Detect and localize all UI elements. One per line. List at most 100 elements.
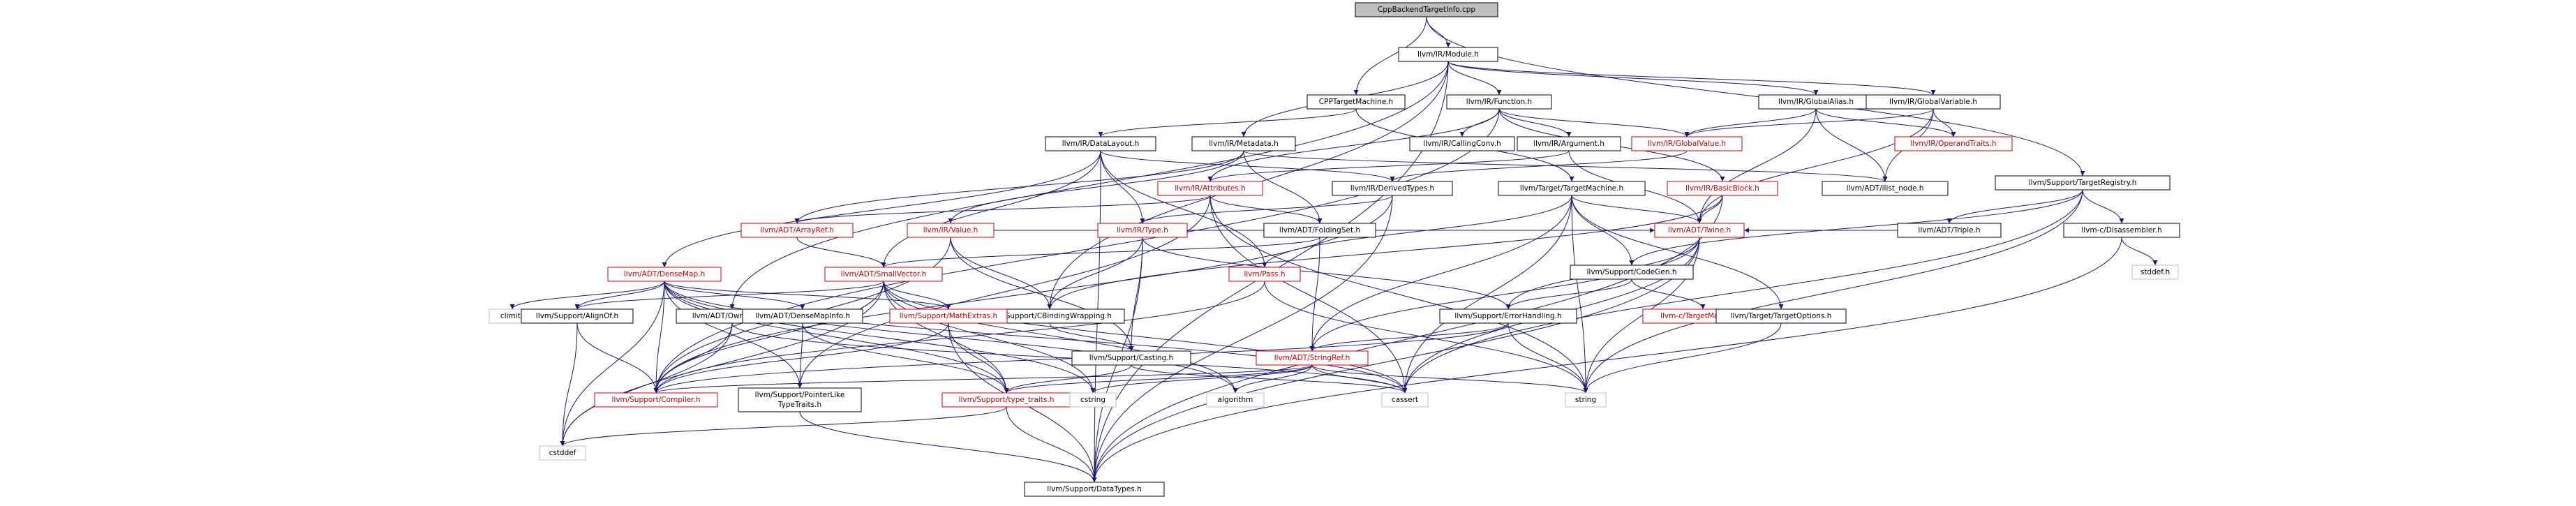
node-label-cpptm: CPPTargetMachine.h <box>1319 98 1393 106</box>
edge-codegen-to-ctm <box>1631 278 1706 310</box>
node-cbinding[interactable]: llvm/Support/CBindingWrapping.h <box>974 308 1125 324</box>
node-label-adttriple: llvm/ADT/Triple.h <box>1918 226 1980 235</box>
edge-value-to-cbinding <box>950 237 1052 310</box>
edge-gvar-to-operandtraits <box>1933 108 1956 137</box>
node-callconv[interactable]: llvm/IR/CallingConv.h <box>1409 136 1515 151</box>
edge-galias-to-gvalue <box>1684 108 1817 137</box>
node-basicblock[interactable]: llvm/IR/BasicBlock.h <box>1667 181 1778 196</box>
node-label-cbinding: llvm/Support/CBindingWrapping.h <box>988 312 1112 320</box>
edge-densemap-to-typetraits <box>664 281 1009 394</box>
node-box-toptions <box>1715 308 1847 324</box>
node-module[interactable]: llvm/IR/Module.h <box>1398 47 1498 62</box>
node-typetraits[interactable]: llvm/Support/type_traits.h <box>941 392 1071 408</box>
edge-metadata-to-arrayref <box>794 150 1244 224</box>
node-toptions[interactable]: llvm/Target/TargetOptions.h <box>1715 308 1847 324</box>
node-label-cstddef: cstddef <box>549 449 576 457</box>
edge-function-to-compiler <box>653 108 1500 394</box>
node-gvalue[interactable]: llvm/IR/GlobalValue.h <box>1631 136 1743 151</box>
edge-stringref-to-algorithm <box>1233 364 1313 394</box>
node-errorhandling[interactable]: llvm/Support/ErrorHandling.h <box>1439 308 1577 324</box>
node-box-mathextras <box>889 308 1008 324</box>
node-foldingset[interactable]: llvm/ADT/FoldingSet.h <box>1263 223 1376 238</box>
edge-disasm-to-datatypes <box>1092 237 2122 483</box>
edge-treg-to-string <box>1583 189 2083 394</box>
node-mathextras[interactable]: llvm/Support/MathExtras.h <box>889 308 1008 324</box>
node-derivedtypes[interactable]: llvm/IR/DerivedTypes.h <box>1332 181 1453 196</box>
node-attributes[interactable]: llvm/IR/Attributes.h <box>1157 181 1263 196</box>
node-type[interactable]: llvm/IR/Type.h <box>1097 223 1188 238</box>
node-box-pointerlike <box>738 387 862 412</box>
edge-smallvector-to-cassert <box>883 281 1408 394</box>
node-label-datatypes: llvm/Support/DataTypes.h <box>1047 485 1142 493</box>
node-label-pass: llvm/Pass.h <box>1244 270 1285 278</box>
node-box-value <box>907 223 995 238</box>
node-galias[interactable]: llvm/IR/GlobalAlias.h <box>1758 94 1874 110</box>
node-ttm[interactable]: llvm/Target/TargetMachine.h <box>1498 181 1646 196</box>
node-label-casting: llvm/Support/Casting.h <box>1089 354 1173 362</box>
node-label-pointerlike: llvm/Support/PointerLike <box>755 391 845 399</box>
node-arrayref[interactable]: llvm/ADT/ArrayRef.h <box>740 223 854 238</box>
node-box-casting <box>1071 350 1191 366</box>
edge-attributes-to-cassert <box>1209 195 1408 394</box>
node-densemap[interactable]: llvm/ADT/DenseMap.h <box>607 267 722 282</box>
node-label-treg: llvm/Support/TargetRegistry.h <box>2029 179 2137 187</box>
node-box-cassert <box>1381 392 1429 408</box>
node-box-gvalue <box>1631 136 1743 151</box>
node-label-gvar: llvm/IR/GlobalVariable.h <box>1889 98 1977 106</box>
edge-cpptm-to-datalayout <box>1098 108 1357 137</box>
node-disasm[interactable]: llvm-c/Disassembler.h <box>2063 223 2180 238</box>
node-box-cstring <box>1069 392 1117 408</box>
node-compiler[interactable]: llvm/Support/Compiler.h <box>594 392 718 408</box>
edge-typetraits-to-cstddef <box>560 406 1007 447</box>
node-label-cstring: cstring <box>1080 396 1105 404</box>
edge-owningptr-to-compiler <box>653 322 733 394</box>
node-casting[interactable]: llvm/Support/Casting.h <box>1071 350 1191 366</box>
edge-attributes-to-string <box>1209 195 1588 394</box>
edge-arrayref-to-smallvector <box>796 237 886 268</box>
edge-galias-to-ilistnode <box>1815 108 1888 182</box>
node-label-stddef: stddef.h <box>2141 268 2170 276</box>
edge-function-to-argument <box>1498 108 1572 137</box>
node-argument[interactable]: llvm/IR/Argument.h <box>1517 136 1621 151</box>
node-cpptm[interactable]: CPPTargetMachine.h <box>1306 94 1406 110</box>
edge-foldingset-to-smallvector <box>881 237 1320 268</box>
node-densemapinfo[interactable]: llvm/ADT/DenseMapInfo.h <box>742 308 863 324</box>
node-root: CppBackendTargetInfo.cpp <box>1355 2 1498 17</box>
node-box-arrayref <box>740 223 854 238</box>
node-label-type: llvm/IR/Type.h <box>1117 226 1168 235</box>
node-label-disasm: llvm-c/Disassembler.h <box>2081 226 2161 235</box>
node-datalayout[interactable]: llvm/IR/DataLayout.h <box>1045 136 1156 151</box>
edge-datalayout-to-smallvector <box>881 150 1101 268</box>
edge-ttm-to-cassert <box>1402 195 1572 394</box>
node-box-root <box>1355 2 1498 17</box>
node-pass[interactable]: llvm/Pass.h <box>1228 267 1301 282</box>
node-gvar[interactable]: llvm/IR/GlobalVariable.h <box>1866 94 2001 110</box>
node-treg[interactable]: llvm/Support/TargetRegistry.h <box>1995 175 2171 191</box>
node-label-ilistnode: llvm/ADT/ilist_node.h <box>1847 184 1924 193</box>
node-box-stringref <box>1256 350 1369 366</box>
node-value[interactable]: llvm/IR/Value.h <box>907 223 995 238</box>
edge-twine-to-stringref <box>1309 237 1700 352</box>
edge-densemapinfo-to-typetraits <box>802 322 1009 394</box>
node-twine[interactable]: llvm/ADT/Twine.h <box>1654 223 1745 238</box>
node-datatypes[interactable]: llvm/Support/DataTypes.h <box>1024 482 1165 497</box>
node-alignof[interactable]: llvm/Support/AlignOf.h <box>521 308 634 324</box>
edge-cbinding-to-casting <box>1049 322 1134 352</box>
node-stringref[interactable]: llvm/ADT/StringRef.h <box>1256 350 1369 366</box>
edge-owningptr-to-cstddef <box>560 322 733 447</box>
node-label-derivedtypes: llvm/IR/DerivedTypes.h <box>1350 184 1434 193</box>
node-metadata[interactable]: llvm/IR/Metadata.h <box>1191 136 1296 151</box>
node-label-datalayout: llvm/IR/DataLayout.h <box>1062 140 1140 148</box>
node-smallvector[interactable]: llvm/ADT/SmallVector.h <box>824 267 943 282</box>
edge-treg-to-cassert <box>1402 189 2083 394</box>
node-adttriple[interactable]: llvm/ADT/Triple.h <box>1897 223 2002 238</box>
node-box-errorhandling <box>1439 308 1577 324</box>
edge-metadata-to-ilistnode <box>1243 150 1888 182</box>
node-codegen[interactable]: llvm/Support/CodeGen.h <box>1570 265 1694 280</box>
edge-datalayout-to-densemap <box>662 150 1101 268</box>
node-ilistnode[interactable]: llvm/ADT/ilist_node.h <box>1822 181 1949 196</box>
node-operandtraits[interactable]: llvm/IR/OperandTraits.h <box>1894 136 2013 151</box>
edge-galias-to-twine <box>1697 108 1817 224</box>
node-function[interactable]: llvm/IR/Function.h <box>1446 94 1552 110</box>
